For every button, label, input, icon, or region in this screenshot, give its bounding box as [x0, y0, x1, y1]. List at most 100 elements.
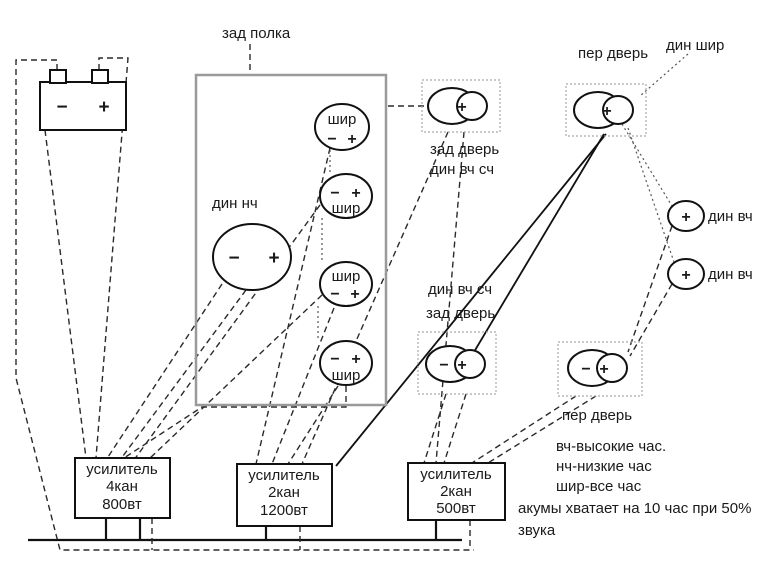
minus-symbol: −: [330, 351, 339, 368]
wire: [423, 393, 447, 464]
plus-symbol: +: [681, 267, 690, 284]
battery-plus-label: +: [98, 97, 109, 118]
speaker-rear-door-mid: дин вч сч зад дверь − +: [417, 281, 497, 395]
wire: [467, 133, 605, 363]
speaker-front-door-mid: − + пер дверь: [557, 341, 643, 424]
din-shir-label: дин шир: [666, 37, 724, 54]
plus-symbol: +: [457, 357, 466, 374]
speaker-label: шир: [332, 367, 361, 384]
plus-symbol: +: [351, 351, 360, 368]
wire: [147, 294, 323, 461]
rear-shelf-label: зад полка: [222, 25, 291, 42]
minus-symbol: −: [327, 131, 336, 148]
battery: − +: [39, 69, 127, 131]
minus-symbol: −: [439, 357, 448, 374]
battery-terminal-negative: [49, 69, 67, 84]
amplifier-box: [74, 457, 171, 519]
battery-body: [39, 81, 127, 131]
wire: [627, 127, 675, 263]
speaker-cone: [319, 173, 373, 219]
amplifier-box: [407, 462, 506, 521]
speaker-cone: [667, 258, 705, 290]
speaker-cone-small: [596, 353, 628, 383]
wire: [255, 147, 331, 465]
speaker-rear-door-top: + зад дверь дин вч сч: [421, 79, 501, 178]
speaker-cone: [212, 223, 292, 291]
plus-symbol: +: [599, 361, 608, 378]
wire: [271, 307, 335, 465]
battery-terminal-positive: [91, 69, 109, 84]
speaker-cone: [319, 340, 373, 386]
wire: [95, 57, 129, 459]
speaker-label: дин вч: [708, 208, 753, 225]
amplifier-box: [236, 463, 333, 527]
speaker-label-line1: зад дверь: [430, 141, 499, 158]
minus-symbol: −: [330, 286, 339, 303]
wire: [627, 225, 673, 353]
wire: [487, 395, 597, 464]
speaker-cone: [319, 261, 373, 307]
minus-symbol: −: [581, 361, 590, 378]
plus-symbol: +: [602, 103, 611, 120]
battery-note-line-1: акумы хватает на 10 час при 50%: [518, 500, 751, 517]
speaker-cone-small: [454, 349, 486, 379]
amplifier-channels: 2кан: [440, 483, 472, 500]
speaker-shir-2: − + шир: [319, 173, 373, 219]
amplifier-power: 1200вт: [260, 502, 308, 519]
wire: [621, 123, 673, 207]
battery-minus-label: −: [56, 97, 67, 118]
speaker-label: шир: [332, 268, 361, 285]
minus-symbol: −: [330, 185, 339, 202]
wire: [287, 385, 339, 465]
plus-symbol: +: [347, 131, 356, 148]
legend: вч-высокие час. нч-низкие час шир-все ча…: [518, 438, 751, 539]
amplifier-title: усилитель: [420, 466, 492, 483]
wire: [435, 131, 465, 464]
wire: [15, 59, 474, 551]
wire: [301, 131, 449, 465]
speaker-shir-4: − + шир: [319, 340, 373, 386]
speaker-outline-box: [417, 331, 497, 395]
speaker-cone-small: [602, 95, 634, 125]
minus-symbol: −: [228, 248, 239, 269]
speaker-label: шир: [328, 111, 357, 128]
amplifier-1: усилитель 4кан 800вт: [74, 457, 171, 519]
wire: [123, 386, 347, 459]
speaker-outline-box: [565, 83, 647, 137]
speaker-label-line1: дин вч сч: [428, 281, 492, 298]
speaker-label: дин вч: [708, 266, 753, 283]
speaker-label-line2: дин вч сч: [430, 161, 494, 178]
plus-symbol: +: [350, 286, 359, 303]
speaker-label: пер дверь: [562, 407, 632, 424]
wire: [471, 395, 577, 464]
legend-line-3: шир-все час: [556, 478, 642, 495]
speaker-label: дин нч: [212, 195, 258, 212]
speaker-tweeter-2: + дин вч: [667, 258, 753, 290]
plus-symbol: +: [681, 209, 690, 226]
wire: [639, 53, 689, 97]
wire: [335, 133, 607, 467]
wire: [105, 283, 223, 461]
speaker-label: пер дверь: [578, 45, 648, 62]
wire: [44, 129, 87, 459]
battery-note-line-2: звука: [518, 522, 556, 539]
wire: [629, 283, 673, 357]
plus-symbol: +: [268, 248, 279, 269]
speaker-cone: [667, 200, 705, 232]
speaker-outline-box: [421, 79, 501, 133]
amplifier-power: 500вт: [436, 500, 476, 517]
wire-layer: [15, 44, 689, 551]
speaker-tweeter-1: + дин вч: [667, 200, 753, 232]
amplifier-power: 800вт: [102, 496, 142, 513]
legend-line-1: вч-высокие час.: [556, 438, 666, 455]
amplifier-3: усилитель 2кан 500вт: [407, 462, 506, 521]
speaker-shir-1: шир − +: [314, 103, 370, 151]
amplifier-channels: 4кан: [106, 478, 138, 495]
amplifier-title: усилитель: [86, 461, 158, 478]
speaker-shir-3: шир − +: [319, 261, 373, 307]
speaker-cone-small: [456, 91, 488, 121]
speaker-outline-box: [557, 341, 643, 397]
speaker-label: шир: [332, 200, 361, 217]
